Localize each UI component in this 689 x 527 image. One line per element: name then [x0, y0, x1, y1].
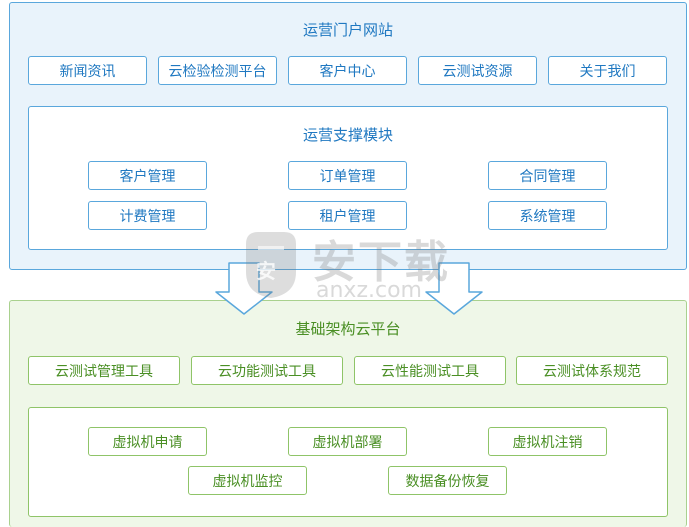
tool-performance-test: 云性能测试工具 [354, 356, 506, 385]
vm-operations-box [28, 407, 668, 517]
portal-title: 运营门户网站 [302, 21, 393, 39]
module-billing-management: 计费管理 [88, 201, 207, 230]
module-contract-management: 合同管理 [488, 161, 607, 190]
watermark-cn: 安下载 [312, 237, 450, 288]
module-system-management: 系统管理 [488, 201, 607, 230]
module-order-management: 订单管理 [288, 161, 407, 190]
portal-link-customer-center: 客户中心 [288, 56, 407, 85]
watermark-shield-icon [246, 232, 296, 298]
portal-link-news: 新闻资讯 [28, 56, 147, 85]
vm-deregister: 虚拟机注销 [488, 427, 607, 456]
infra-title: 基础架构云平台 [295, 320, 401, 338]
vm-monitor: 虚拟机监控 [188, 466, 307, 495]
tool-test-management: 云测试管理工具 [28, 356, 180, 385]
portal-link-about-us: 关于我们 [548, 56, 667, 85]
vm-deploy: 虚拟机部署 [288, 427, 407, 456]
portal-link-test-resources: 云测试资源 [418, 56, 537, 85]
module-customer-management: 客户管理 [88, 161, 207, 190]
data-backup-restore: 数据备份恢复 [388, 466, 507, 495]
module-tenant-management: 租户管理 [288, 201, 407, 230]
watermark-en: anxz.com [316, 278, 422, 303]
vm-apply: 虚拟机申请 [88, 427, 207, 456]
portal-link-cloud-inspection: 云检验检测平台 [158, 56, 277, 85]
tool-functional-test: 云功能测试工具 [191, 356, 343, 385]
down-arrow-right-icon [425, 262, 483, 315]
tool-test-standards: 云测试体系规范 [516, 356, 668, 385]
down-arrow-left-icon [215, 262, 273, 315]
watermark-badge: 安 [256, 259, 276, 283]
support-title: 运营支撑模块 [302, 126, 393, 144]
